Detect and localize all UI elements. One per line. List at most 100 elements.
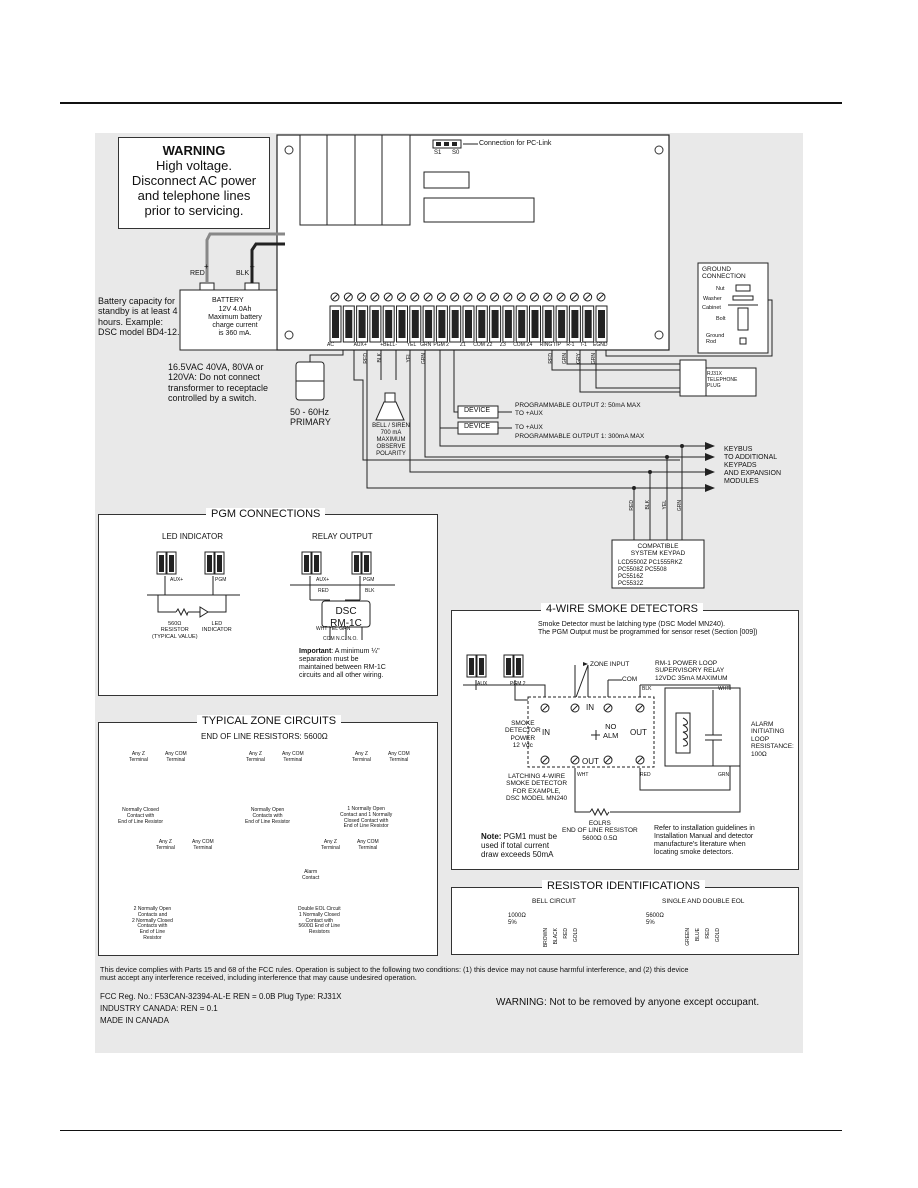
battery-capacity: Battery capacity for standby is at least… [98,296,180,338]
relay-red-label: RED [318,588,329,594]
terminal-block [329,292,608,343]
deol-label: Double EOL Circuit 1 Normally Closed Con… [298,906,341,935]
screw-slot [464,293,472,301]
smoke-blk: BLK [642,686,652,692]
pc-link-label: Connection for PC-Link [479,140,552,147]
band-label: GREEN [685,928,691,946]
smoke-note-bold: Note: [481,832,502,841]
screw-slot [517,293,525,301]
pgm1-label: PROGRAMMABLE OUTPUT 1: 300mA MAX [515,433,645,440]
wire-label-grn: GRN [677,500,683,512]
terminal-clamp [332,310,339,338]
keypad-box [611,539,705,589]
screw-slot [477,293,485,301]
terminal-clamp [531,310,539,338]
anyz-label: Any Z Terminal [321,839,340,851]
terminal-label: TIP [553,342,561,348]
anycom-label: Any COM Terminal [192,839,214,851]
relay-blk-label: BLK [365,588,375,594]
relay-contacts: COM N.C. N.O. [323,636,358,642]
screw-slot [331,293,339,301]
zones-title: TYPICAL ZONE CIRCUITS [197,715,342,728]
screw-slot [584,293,592,301]
warning-box: WARNING High voltage. Disconnect AC powe… [118,137,270,229]
screw-slot [557,293,565,301]
mount-hole [284,145,294,155]
terminal-clamp [544,310,552,338]
wire-label-grn: GRN [562,353,568,365]
anyz-label: Any Z Terminal [352,751,371,763]
screw-slot [531,293,538,301]
warning-title: WARNING [162,143,226,158]
terminal-clamp [411,310,419,338]
mount-hole [654,145,664,155]
smoke-out-bottom: OUT [582,757,599,766]
led-resistor-label: 560Ω RESISTOR (TYPICAL VALUE) [152,621,198,640]
battery-red: RED [190,270,205,277]
terminal-clamp [584,310,592,338]
smoke-note: Smoke Detector must be latching type (DS… [538,621,758,637]
band-label: RED [705,928,711,939]
anycom-label: Any COM Terminal [282,751,304,763]
terminal-label: Z4 [526,342,533,348]
fcc-industry: INDUSTRY CANADA: REN = 0.1 [100,1004,218,1013]
terminal-label: COM [513,342,525,348]
telephone-plug-label: RJ31X TELEPHONE PLUG [707,371,738,389]
battery-blk: BLK [236,270,250,277]
smoke-refer: Refer to installation guidelines in Inst… [654,825,755,857]
device-label-1: DEVICE [464,407,491,414]
screw-slot [371,293,379,301]
smoke-pgm-note: Note: PGM1 must be used if total current… [481,832,557,860]
wire-label-red: RED [629,500,635,511]
screw-slot [384,293,392,301]
terminal-clamp [398,310,406,338]
screw-slot [358,293,365,301]
terminal-clamp [558,310,566,338]
battery-minus: – [250,262,255,271]
terminal-label: AC [327,342,334,348]
transformer [295,350,344,401]
terminal-clamp [465,310,472,338]
band-label: RED [563,928,569,939]
terminal-label: Z3 [499,342,506,348]
pc-link-s0: S0 [452,150,460,156]
battery-spec: 12V 4.0Ah Maximum battery charge current… [208,306,262,338]
smoke-note-text: PGM1 must be used if total current draw … [481,832,558,860]
led-indicator-label: LED INDICATOR [202,621,232,634]
zones-subtitle: END OF LINE RESISTORS: 5600Ω [201,732,328,741]
important-text: : A minimum ¼" separation must be mainta… [299,648,386,680]
screw-slot [597,293,605,301]
pgm-connections-title: PGM CONNECTIONS [206,508,326,521]
smoke-grn: GRN [718,772,730,778]
terminal-label: AUX+ [353,342,367,348]
smoke-alarm-loop: ALARM INITIATING LOOP RESISTANCE: 100Ω [751,721,794,758]
terminal-label: R-1 [566,342,575,348]
bell-siren [375,392,405,421]
terminal-label: T-1 [579,342,587,348]
terminal-clamp [358,310,366,338]
keybus-label: KEYBUS TO ADDITIONAL KEYPADS AND EXPANSI… [724,446,782,486]
terminal-label: COM [473,342,485,348]
terminal-clamp [518,310,526,338]
wire-label-red: RED [363,353,369,364]
ground-bolt [728,284,758,345]
fcc-made: MADE IN CANADA [100,1016,169,1025]
screw-slot [424,293,432,301]
mount-hole [284,330,294,340]
nc-label: Normally Closed Contact with End of Line… [118,807,164,825]
wire-label-red: RED [548,353,554,364]
fcc-compliance: This device complies with Parts 15 and 6… [100,965,689,983]
chips [423,171,535,223]
relay-label: DSC RM-1C [330,606,362,629]
keybus-arrows [705,442,715,492]
mount-hole [654,330,664,340]
relay-aux-label: AUX+ [316,577,330,583]
important-label: Important [299,648,332,655]
smoke-wht: WHT [718,686,730,692]
screw-slot [344,293,352,301]
top-rule [60,102,842,104]
smoke-eolr: EOLRS END OF LINE RESISTOR 5600Ω 0.5Ω [562,820,638,842]
to-aux-label-1: TO +AUX [515,410,543,417]
pgm2-label: PROGRAMMABLE OUTPUT 2: 50mA MAX [515,402,641,409]
